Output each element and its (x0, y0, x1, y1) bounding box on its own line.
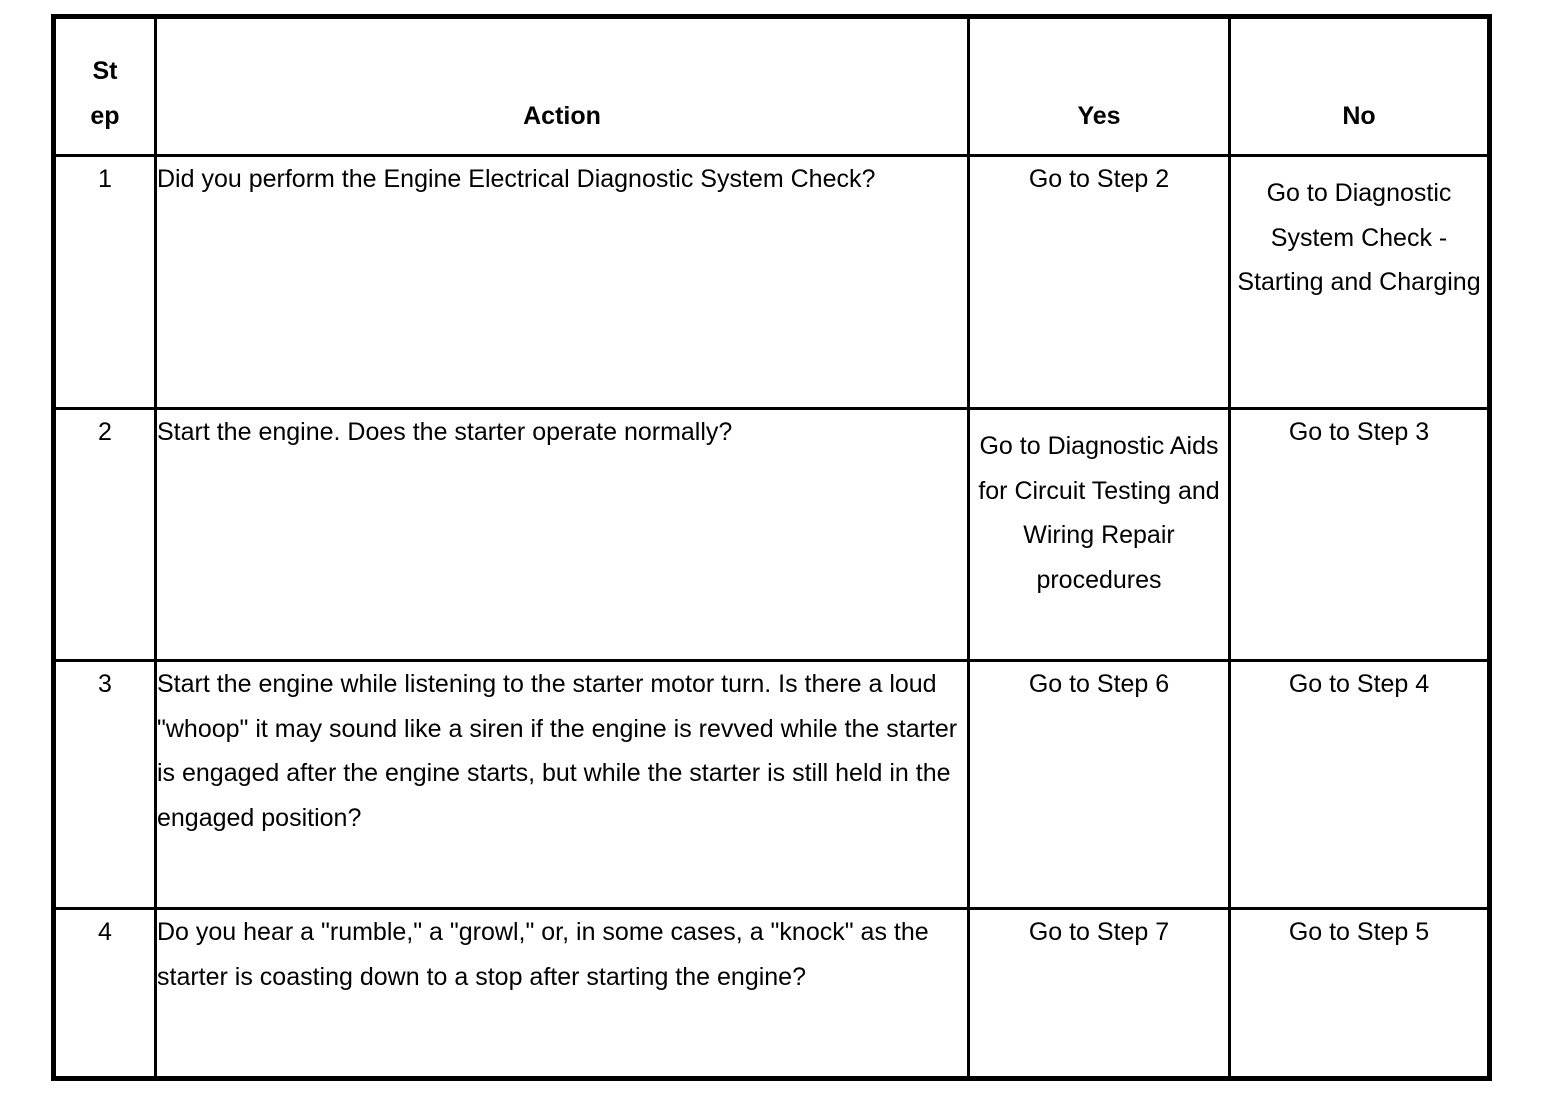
table-row: 3 Start the engine while listening to th… (52, 659, 1491, 910)
step-action-text: Did you perform the Engine Electrical Di… (157, 165, 876, 193)
step-number: 4 (98, 918, 112, 946)
step-action-text: Do you hear a "rumble," a "growl," or, i… (157, 918, 929, 991)
step-no-text: Go to Diagnostic System Check - Starting… (1237, 179, 1481, 296)
column-header-yes: Yes (967, 15, 1231, 157)
step-no-cell: Go to Step 4 (1228, 659, 1491, 910)
step-no-cell: Go to Step 3 (1228, 407, 1491, 662)
step-yes-cell: Go to Step 7 (967, 907, 1231, 1080)
step-no-cell: Go to Step 5 (1228, 907, 1491, 1080)
column-header-no: No (1228, 15, 1491, 157)
step-no-text: Go to Step 5 (1288, 918, 1430, 946)
step-yes-text: Go to Diagnostic Aids for Circuit Testin… (978, 432, 1220, 594)
column-header-step: St ep (52, 15, 157, 157)
step-yes-cell: Go to Step 2 (967, 154, 1231, 410)
column-header-yes-label: Yes (1077, 101, 1121, 130)
step-number-cell: 3 (52, 659, 157, 910)
column-header-action: Action (154, 15, 970, 157)
step-no-text: Go to Step 3 (1288, 418, 1430, 446)
step-no-cell: Go to Diagnostic System Check - Starting… (1228, 154, 1491, 410)
column-header-action-label: Action (523, 101, 601, 130)
step-yes-text: Go to Step 6 (1028, 670, 1170, 698)
table-row: 2 Start the engine. Does the starter ope… (52, 407, 1491, 662)
step-number: 2 (98, 418, 112, 446)
step-yes-cell: Go to Diagnostic Aids for Circuit Testin… (967, 407, 1231, 662)
step-no-text: Go to Step 4 (1288, 670, 1430, 698)
step-action-text: Start the engine while listening to the … (157, 670, 958, 832)
diagnostic-steps-table: St ep Action Yes No 1 Did you perform th… (51, 14, 1492, 1081)
step-number: 1 (98, 165, 112, 193)
step-action-text: Start the engine. Does the starter opera… (157, 418, 733, 446)
step-yes-text: Go to Step 7 (1028, 918, 1170, 946)
table-row: 1 Did you perform the Engine Electrical … (52, 154, 1491, 410)
column-header-step-label: St ep (90, 57, 120, 130)
step-yes-cell: Go to Step 6 (967, 659, 1231, 910)
step-yes-text: Go to Step 2 (1028, 165, 1170, 193)
step-number-cell: 4 (52, 907, 157, 1080)
step-number-cell: 1 (52, 154, 157, 410)
step-number-cell: 2 (52, 407, 157, 662)
step-action-cell: Did you perform the Engine Electrical Di… (154, 154, 970, 410)
table-row: 4 Do you hear a "rumble," a "growl," or,… (52, 907, 1491, 1080)
diagnostic-table-container: St ep Action Yes No 1 Did you perform th… (51, 14, 1492, 1081)
column-header-no-label: No (1342, 101, 1376, 130)
step-action-cell: Start the engine. Does the starter opera… (154, 407, 970, 662)
step-action-cell: Start the engine while listening to the … (154, 659, 970, 910)
table-header-row: St ep Action Yes No (52, 15, 1491, 157)
step-action-cell: Do you hear a "rumble," a "growl," or, i… (154, 907, 970, 1080)
step-number: 3 (98, 670, 112, 698)
